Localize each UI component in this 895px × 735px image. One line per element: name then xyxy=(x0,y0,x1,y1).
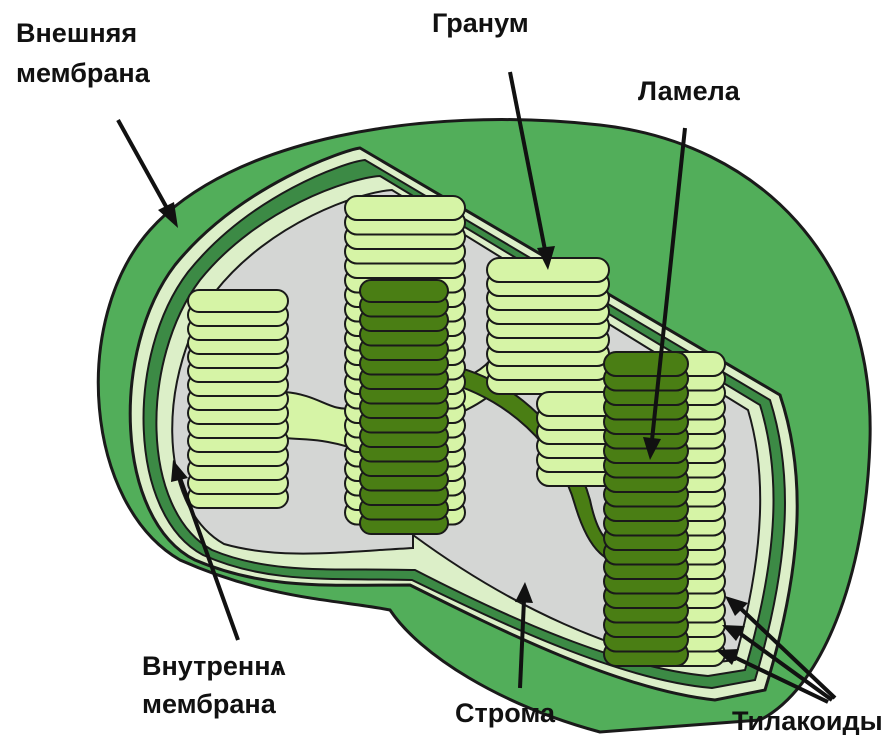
label-lamella: Ламела xyxy=(638,76,741,106)
thylakoid-disk xyxy=(604,352,688,376)
label-thylakoids: Тилакоиды xyxy=(732,706,883,735)
thylakoid-disk xyxy=(360,280,448,302)
arrow-outer-membrane xyxy=(118,120,168,210)
thylakoid-disk xyxy=(345,196,465,220)
label-outer-membrane-line2: мембрана xyxy=(16,58,151,88)
granum-right-front-dark xyxy=(604,352,688,666)
granum-left xyxy=(188,290,288,508)
label-inner-membrane-line1: Внутреннѧ xyxy=(142,651,286,681)
label-inner-membrane-line2: мембрана xyxy=(142,689,277,719)
thylakoid-disk xyxy=(188,290,288,312)
granum-center-cut xyxy=(360,280,448,534)
label-granum: Гранум xyxy=(432,8,529,38)
label-stroma: Строма xyxy=(455,698,556,728)
label-outer-membrane-line1: Внешняя xyxy=(16,18,137,48)
granum-right-upper xyxy=(487,258,609,394)
